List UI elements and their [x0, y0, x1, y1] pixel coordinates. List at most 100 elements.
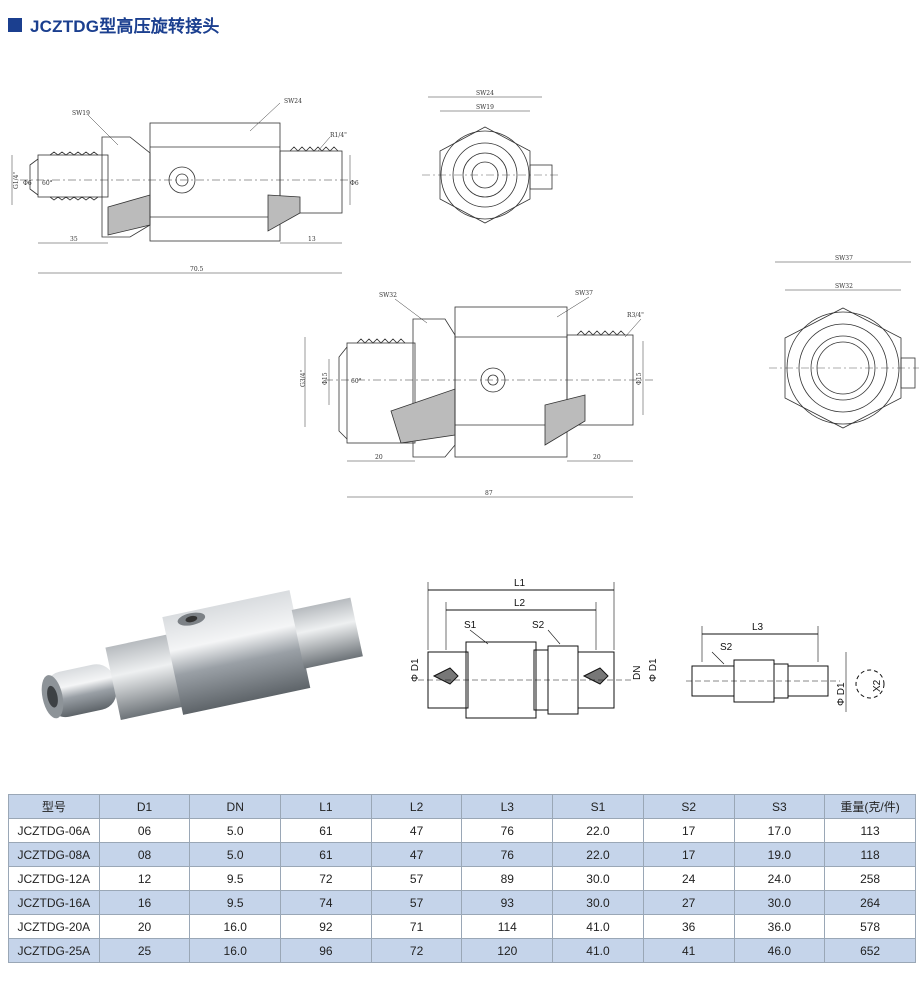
col-header: 型号	[8, 794, 100, 819]
table-cell: JCZTDG-16A	[8, 890, 100, 915]
table-cell: 652	[824, 938, 916, 963]
label-sw37: SW37	[575, 290, 593, 297]
label-angle60-large: 60°	[351, 378, 362, 385]
schematic-d1-left: Φ D1	[410, 658, 421, 682]
label-g34: G3/4"	[300, 370, 307, 387]
title-bar: JCZTDG型高压旋转接头	[8, 12, 220, 37]
table-cell: 9.5	[189, 890, 282, 915]
col-header: S1	[552, 794, 644, 819]
table-cell: 30.0	[552, 890, 644, 915]
schematic-d1-right: Φ D1	[648, 658, 658, 682]
table-cell: 72	[280, 866, 372, 891]
table-cell: 41.0	[552, 938, 644, 963]
table-cell: 16.0	[189, 938, 282, 963]
technical-drawing-large: SW32 SW37 R3/4" G3/4" Φ15 Φ15 60° 20 20 …	[295, 285, 665, 505]
table-cell: 25	[98, 938, 191, 963]
table-cell: 30.0	[552, 866, 644, 891]
table-cell: 12	[98, 866, 191, 891]
col-header: L3	[461, 794, 554, 819]
label-sw24: SW24	[284, 98, 302, 105]
table-cell: 22.0	[552, 818, 644, 843]
label-end-sw19: SW19	[476, 104, 494, 111]
label-l87: 87	[485, 490, 493, 497]
table-cell: 74	[280, 890, 372, 915]
schematic-dimension-drawing: L1 L2 S1 S2 Φ D1 DN Φ D1	[398, 570, 658, 720]
label-l20-left: 20	[375, 454, 383, 461]
table-cell: 30.0	[733, 890, 826, 915]
label-l35: 35	[70, 236, 78, 243]
end-view-large: SW37 SW32	[765, 250, 920, 450]
schematic-s1: S1	[464, 620, 477, 631]
label-r14: R1/4"	[330, 132, 347, 139]
spec-table: 型号 D1 DN L1 L2 L3 S1 S2 S3 重量(克/件) JCZTD…	[8, 794, 916, 963]
table-cell: 17	[642, 818, 735, 843]
table-cell: JCZTDG-06A	[8, 818, 100, 843]
table-cell: 113	[824, 818, 916, 843]
schematic2-x2: X2	[872, 679, 883, 692]
title-square-icon	[8, 17, 22, 32]
label-phi15-right: Φ15	[636, 372, 643, 385]
table-cell: 89	[461, 866, 554, 891]
table-cell: 258	[824, 866, 916, 891]
table-cell: 578	[824, 914, 916, 939]
col-header: S2	[642, 794, 735, 819]
table-cell: 36	[642, 914, 735, 939]
table-cell: 47	[370, 818, 463, 843]
label-phi6-right: Φ6	[350, 180, 359, 187]
label-sw32: SW32	[379, 292, 397, 299]
table-cell: 57	[370, 890, 463, 915]
table-cell: 16.0	[189, 914, 282, 939]
col-header: 重量(克/件)	[824, 794, 916, 819]
table-cell: 06	[98, 818, 191, 843]
label-end-sw24: SW24	[476, 90, 494, 97]
label-end-sw32: SW32	[835, 283, 853, 290]
table-header-row: 型号 D1 DN L1 L2 L3 S1 S2 S3 重量(克/件)	[8, 794, 916, 819]
label-r34: R3/4"	[627, 312, 644, 319]
table-cell: 72	[370, 938, 463, 963]
table-cell: 5.0	[189, 842, 282, 867]
table-cell: 24.0	[733, 866, 826, 891]
table-cell: JCZTDG-25A	[8, 938, 100, 963]
schematic-l2: L2	[514, 598, 526, 609]
table-cell: 96	[280, 938, 372, 963]
label-l705: 70.5	[190, 266, 204, 273]
table-cell: 57	[370, 866, 463, 891]
table-cell: 27	[642, 890, 735, 915]
schematic2-d1: Φ D1	[836, 682, 847, 706]
schematic-l1: L1	[514, 578, 526, 589]
table-cell: 22.0	[552, 842, 644, 867]
label-phi15-left: Φ15	[322, 372, 329, 385]
table-cell: 17	[642, 842, 735, 867]
table-cell: 19.0	[733, 842, 826, 867]
table-cell: 9.5	[189, 866, 282, 891]
table-cell: 46.0	[733, 938, 826, 963]
table-cell: 41	[642, 938, 735, 963]
label-l13: 13	[308, 236, 316, 243]
table-cell: 16	[98, 890, 191, 915]
table-cell: 76	[461, 842, 554, 867]
table-cell: JCZTDG-08A	[8, 842, 100, 867]
col-header: L1	[280, 794, 372, 819]
table-cell: 17.0	[733, 818, 826, 843]
table-cell: 5.0	[189, 818, 282, 843]
schematic-assembly-drawing: L3 S2 Φ D1 X2	[682, 612, 892, 732]
label-sw19: SW19	[72, 110, 90, 117]
table-cell: 76	[461, 818, 554, 843]
label-phi6-left: Φ6	[23, 180, 32, 187]
table-cell: 20	[98, 914, 191, 939]
col-header: DN	[189, 794, 282, 819]
table-cell: 264	[824, 890, 916, 915]
table-cell: 24	[642, 866, 735, 891]
table-cell: 41.0	[552, 914, 644, 939]
schematic-dn: DN	[632, 666, 643, 680]
label-g14: G1/4"	[13, 172, 20, 189]
label-l20-right: 20	[593, 454, 601, 461]
schematic2-l3: L3	[752, 622, 764, 633]
table-cell: 47	[370, 842, 463, 867]
table-cell: 93	[461, 890, 554, 915]
